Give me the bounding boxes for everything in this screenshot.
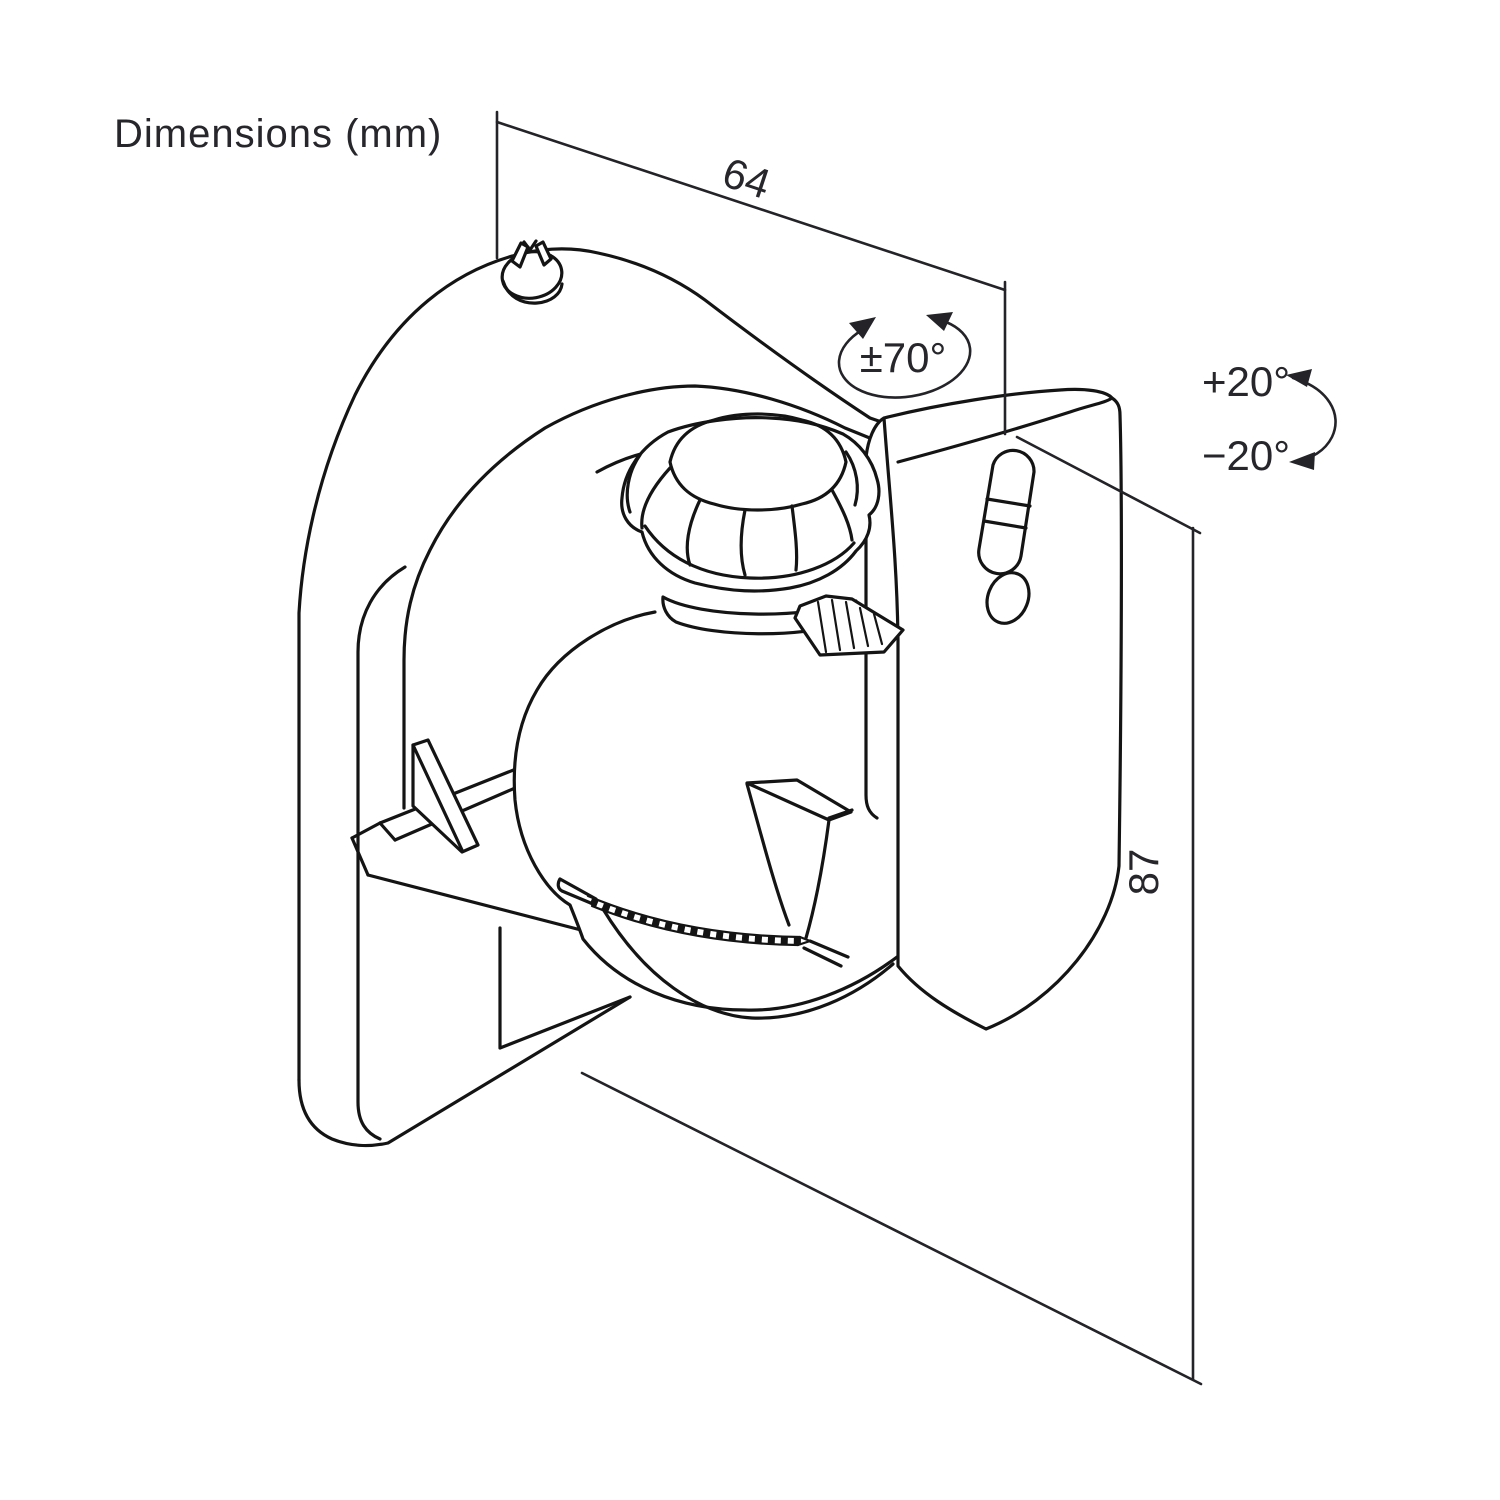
- mounting-hole: [985, 571, 1031, 625]
- width-dimension-line: [495, 120, 1007, 292]
- swivel-arrowhead-left: [849, 317, 876, 339]
- ball-joint: [512, 610, 899, 1020]
- height-extension-top: [1015, 435, 1202, 535]
- tilt-down-label: −20°: [1202, 432, 1290, 479]
- wall-plate-bottom-edge: [297, 995, 632, 1148]
- locking-knob: [620, 412, 905, 657]
- swivel-label: ±70°: [860, 334, 947, 381]
- arm-face-edge: [378, 821, 397, 842]
- height-label: 87: [1120, 849, 1167, 896]
- ball-silhouette: [512, 610, 899, 1012]
- screw-notch: [522, 239, 538, 252]
- knob-top-face: [668, 412, 848, 512]
- knob-skirt: [643, 524, 856, 580]
- tilt-arc-arrow: [1291, 376, 1337, 463]
- gusset-rib: [411, 738, 480, 854]
- ratchet-tab: [793, 594, 905, 657]
- ball-fill: [514, 612, 897, 1011]
- arm-left-edge: [350, 836, 370, 877]
- dimension-height: 87: [580, 435, 1203, 1386]
- wall-plate-side-crease: [356, 565, 407, 1141]
- arm-bottom-edge: [366, 873, 614, 940]
- swivel-ellipse-arrow: [837, 320, 972, 399]
- wall-plate-inner-arch: [402, 384, 898, 810]
- tilt-up-label: +20°: [1202, 358, 1290, 405]
- jaw-rear-edge: [804, 818, 831, 940]
- tilt-annotation: +20° −20°: [1202, 358, 1337, 479]
- knob-flutes: [625, 450, 859, 577]
- keyhole-slot: [977, 448, 1036, 576]
- wall-plate-leg-step: [498, 926, 632, 1050]
- screw-slot-right: [534, 240, 553, 267]
- swivel-annotation: ±70°: [837, 312, 972, 399]
- dimension-width: 64: [495, 110, 1007, 436]
- jaw-front-edge: [745, 782, 791, 927]
- wall-plate: [297, 239, 924, 1148]
- height-extension-bottom: [580, 1071, 1203, 1386]
- clamp-jaw: [745, 778, 854, 940]
- tilt-arrowhead-down: [1289, 452, 1315, 470]
- mounting-screw-icon: [500, 239, 564, 305]
- knurled-ring: [586, 894, 850, 968]
- page-title: Dimensions (mm): [114, 112, 442, 156]
- swivel-arrowhead-right: [926, 312, 953, 331]
- speaker-bracket-plate: [864, 387, 1123, 1031]
- plate-face: [882, 387, 1123, 1031]
- plate-back-top-edge: [896, 396, 1114, 464]
- tilt-arrowhead-up: [1286, 369, 1312, 387]
